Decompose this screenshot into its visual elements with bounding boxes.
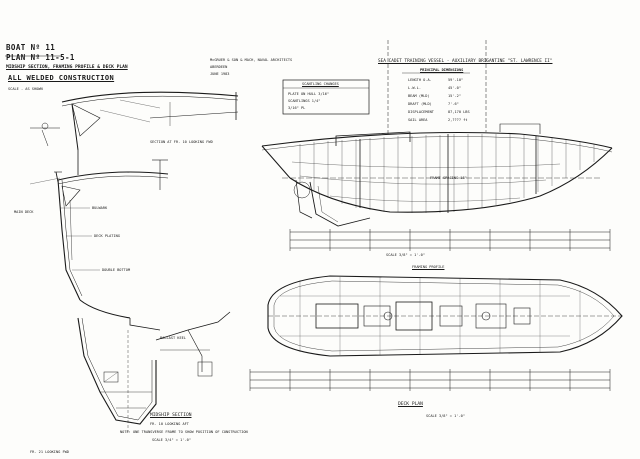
scale-note: SCALE - AS SHOWN	[8, 87, 43, 91]
midship-section	[29, 159, 169, 331]
section-fr10-label: SECTION AT FR. 10 LOOKING FWD	[150, 140, 213, 144]
plan-number: PLAN Nº 11-5-1	[6, 53, 75, 62]
particulars-heading: PRINCIPAL DIMENSIONS	[420, 68, 464, 72]
drawing-subtitle: MIDSHIP SECTION, FRAMING PROFILE & DECK …	[6, 65, 128, 70]
deck-plating-note: DECK PLATING	[94, 234, 120, 238]
designer-line-1: McGRUER & SON & MACH, NAVAL ARCHITECTS	[210, 58, 293, 62]
construction-footnote: NOTE: ONE TRANSVERSE FRAME TO SHOW POSIT…	[120, 430, 248, 434]
designer-line-3: JUNE 1983	[210, 72, 230, 76]
profile-scale-label: SCALE 3/8" = 1'-0"	[386, 253, 425, 257]
particular-value-4: 7'-6"	[448, 102, 459, 106]
particular-label-1: LENGTH O.A.	[408, 78, 432, 82]
deck-note: MAIN DECK	[14, 210, 34, 214]
double-bottom-note: DOUBLE BOTTOM	[102, 268, 131, 272]
frame-spacing-label: FRAME SPACING 18"	[430, 176, 467, 180]
particular-value-3: 15'-2"	[448, 94, 461, 98]
keel-section	[77, 311, 231, 432]
scantling-row-3: 3/16" PL	[288, 106, 306, 110]
construction-note: ALL WELDED CONSTRUCTION	[8, 74, 115, 82]
particular-value-5: 87,170 LBS	[448, 110, 470, 114]
deck-plan-scale: SCALE 3/8" = 1'-0"	[426, 414, 465, 418]
deck-spacing-scale	[249, 369, 611, 391]
upper-section-detail	[30, 91, 239, 175]
vessel-title: SEA CADET TRAINING VESSEL - AUXILIARY BR…	[378, 59, 553, 64]
scantling-heading: SCANTLING CHANGES	[302, 82, 339, 86]
profile-spacing-scale	[289, 229, 611, 251]
particular-label-2: L.W.L.	[408, 86, 421, 90]
section-scale: SCALE 3/4" = 1'-0"	[152, 438, 191, 442]
framing-profile-title: FRAMING PROFILE	[412, 265, 445, 269]
boat-number: BOAT Nº 11	[6, 43, 56, 52]
particular-value-1: 59'-10"	[448, 78, 464, 82]
framing-profile	[261, 40, 613, 227]
designer-line-2: ABERDEEN	[210, 65, 228, 69]
frame-reference: FR. 21 LOOKING FWD	[30, 450, 69, 454]
scantling-box-frame	[282, 79, 370, 115]
section-looking-note: FR. 10 LOOKING AFT	[150, 422, 189, 426]
scantling-row-2: SCANTLINGS 1/4"	[288, 99, 321, 103]
particular-value-2: 45'-0"	[448, 86, 461, 90]
deck-plan	[267, 275, 623, 357]
particular-label-4: DRAFT (MLD)	[408, 102, 432, 106]
particular-value-6: 2,???? ft	[448, 118, 468, 122]
scantling-row-1: PLATE ON HULL 3/16"	[288, 92, 330, 96]
deck-plan-title: DECK PLAN	[398, 402, 423, 407]
particular-label-3: BEAM (MLD)	[408, 94, 430, 98]
midship-section-title: MIDSHIP SECTION	[150, 413, 192, 418]
particular-label-5: DISPLACEMENT	[408, 110, 434, 114]
bulwark-note: BULWARK	[92, 206, 108, 210]
particular-label-6: SAIL AREA	[408, 118, 428, 122]
keel-note: BALLAST KEEL	[160, 336, 186, 340]
